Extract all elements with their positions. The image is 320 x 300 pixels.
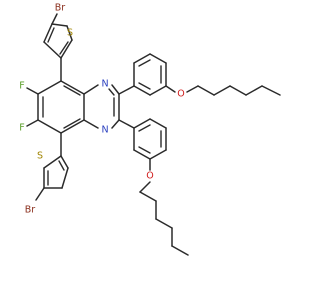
nitrogen-label-top: N [101, 79, 108, 90]
bottom-thiophene [35, 132, 69, 201]
bromine-label-top: Br [55, 3, 66, 14]
sulfur-label-top: S [67, 28, 73, 39]
upper-phenyl-hexyloxy [118, 53, 281, 96]
sulfur-label-bottom: S [37, 151, 43, 162]
bromine-label-bottom: Br [25, 205, 36, 216]
fluorine-label-top: F [19, 81, 24, 92]
atom-labels: Br S N F F N S Br O O [19, 3, 184, 216]
oxygen-label-bottom: O [146, 171, 153, 182]
oxygen-label-top: O [177, 89, 184, 100]
fluorine-label-bottom: F [19, 123, 24, 134]
structure-diagram: Br S N F F N S Br O O [19, 3, 281, 256]
molecule-canvas: Br S N F F N S Br O O [19, 2, 281, 256]
quinoxaline-core [37, 80, 120, 134]
lower-phenyl-hexyloxy [118, 118, 189, 256]
top-thiophene [43, 13, 73, 82]
fluorine-bonds [26, 87, 39, 127]
nitrogen-label-bottom: N [101, 125, 108, 136]
